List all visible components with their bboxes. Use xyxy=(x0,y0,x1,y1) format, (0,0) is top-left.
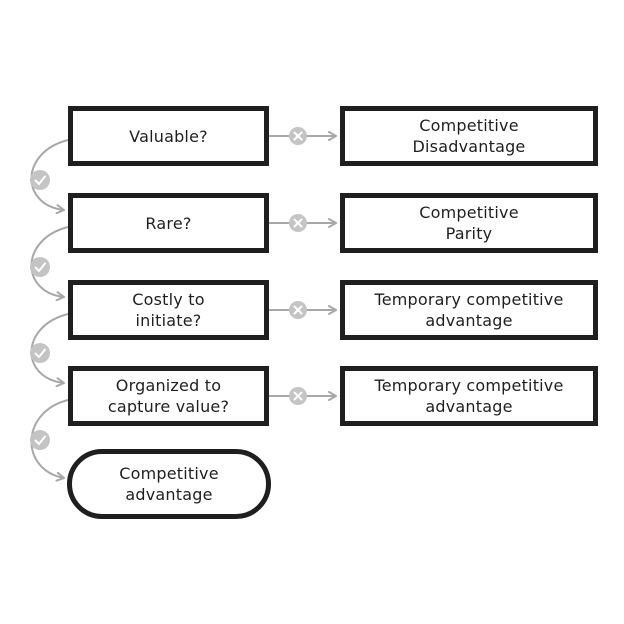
question-box-costly: Costly to initiate? xyxy=(68,280,269,340)
no-connector-3 xyxy=(269,301,337,319)
final-outcome-box: Competitive advantage xyxy=(67,449,271,519)
outcome-box-parity: Competitive Parity xyxy=(340,193,598,253)
yes-connector-2 xyxy=(30,226,69,302)
outcome-label: Competitive Disadvantage xyxy=(412,116,526,156)
check-circle-icon xyxy=(30,170,50,190)
question-label: Organized to capture value? xyxy=(107,376,230,416)
outcome-box-temporary-2: Temporary competitive advantage xyxy=(340,366,598,426)
final-label: Competitive advantage xyxy=(119,464,219,504)
question-label: Valuable? xyxy=(129,126,208,146)
no-connector-1 xyxy=(269,127,337,145)
yes-connector-4 xyxy=(30,399,69,482)
question-box-organized: Organized to capture value? xyxy=(68,366,269,426)
yes-connector-1 xyxy=(30,139,69,215)
question-box-valuable: Valuable? xyxy=(68,106,269,166)
check-circle-icon xyxy=(30,343,50,363)
check-circle-icon xyxy=(30,257,50,277)
outcome-box-disadvantage: Competitive Disadvantage xyxy=(340,106,598,166)
outcome-label: Temporary competitive advantage xyxy=(374,290,564,330)
yes-connector-3 xyxy=(30,313,69,388)
question-label: Rare? xyxy=(145,213,192,233)
outcome-label: Temporary competitive advantage xyxy=(374,376,564,416)
outcome-box-temporary-1: Temporary competitive advantage xyxy=(340,280,598,340)
no-connector-4 xyxy=(269,387,337,405)
check-circle-icon xyxy=(30,430,50,450)
outcome-label: Competitive Parity xyxy=(419,203,519,243)
question-box-rare: Rare? xyxy=(68,193,269,253)
no-connector-2 xyxy=(269,214,337,232)
question-label: Costly to initiate? xyxy=(132,290,205,330)
